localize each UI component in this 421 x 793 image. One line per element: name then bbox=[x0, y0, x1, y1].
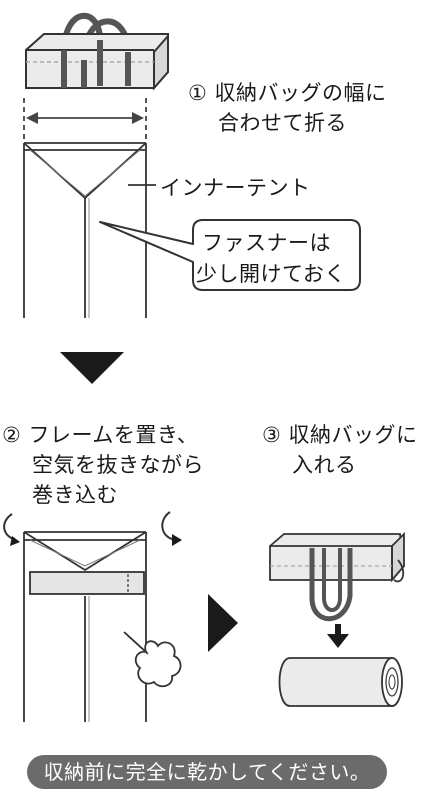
down-arrow-icon bbox=[60, 352, 124, 384]
zipper-callout-text: ファスナーは 少し開けておく bbox=[196, 228, 346, 290]
width-arrow-icon bbox=[23, 98, 147, 140]
rolled-tent bbox=[278, 657, 403, 707]
small-down-arrow-icon bbox=[327, 624, 349, 648]
step1-line1: ① 収納バッグの幅に bbox=[188, 81, 387, 105]
step3-instruction: ③ 収納バッグに 入れる bbox=[262, 420, 418, 480]
storage-bag-top bbox=[25, 12, 169, 91]
air-puff-icon bbox=[123, 631, 182, 688]
callout-line2: 少し開けておく bbox=[196, 262, 346, 286]
step3-line2: 入れる bbox=[292, 453, 357, 477]
storage-bag-step3 bbox=[269, 531, 405, 622]
callout-bubble bbox=[99, 219, 361, 291]
dry-notice-banner: 収納前に完全に乾かしてください。 bbox=[27, 755, 387, 789]
step2-line1: ② フレームを置き、 bbox=[2, 423, 199, 447]
step1-instruction: ① 収納バッグの幅に 合わせて折る bbox=[188, 78, 387, 138]
step2-instruction: ② フレームを置き、 空気を抜きながら 巻き込む bbox=[2, 420, 204, 510]
rolling-inner-tent bbox=[23, 531, 147, 722]
step2-line2: 空気を抜きながら bbox=[32, 453, 204, 477]
curl-arrow-icon-left bbox=[3, 513, 20, 546]
callout-line1: ファスナーは bbox=[202, 231, 331, 255]
curl-arrow-icon-right bbox=[161, 511, 182, 546]
step1-line2: 合わせて折る bbox=[218, 111, 347, 135]
folded-inner-tent bbox=[23, 142, 147, 318]
step2-line3: 巻き込む bbox=[32, 483, 118, 507]
frame-bundle bbox=[29, 571, 145, 595]
right-arrow-icon bbox=[208, 594, 238, 652]
step3-line1: ③ 収納バッグに bbox=[262, 423, 418, 447]
inner-tent-label: インナーテント bbox=[160, 176, 311, 200]
